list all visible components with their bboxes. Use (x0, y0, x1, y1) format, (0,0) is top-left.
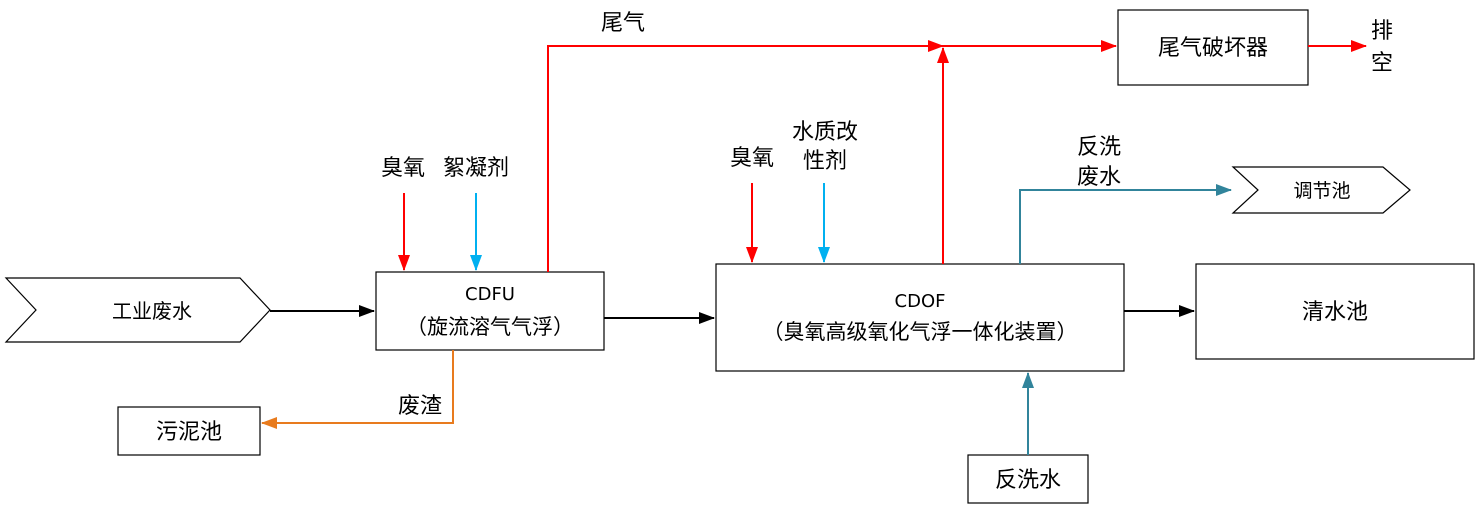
exhaust-label-line1: 排 (1371, 19, 1393, 44)
clear-water-tank-node: 清水池 (1195, 263, 1475, 360)
cdfu-node: CDFU （旋流溶气气浮） (375, 271, 605, 351)
backwash-waste-label-line2: 废水 (1077, 165, 1121, 190)
clear-water-tank-label: 清水池 (1302, 300, 1368, 325)
cdfu-to-sludge-arrow (261, 350, 454, 429)
ozone-label-cdof: 臭氧 (730, 146, 774, 171)
sludge-tank-label: 污泥池 (156, 420, 222, 445)
exhaust-label-line2: 空 (1371, 51, 1393, 76)
cdfu-tail-gas-line (547, 40, 944, 272)
cdof-node: CDOF （臭氧高级氧化气浮一体化装置） (715, 263, 1125, 372)
cdof-title: CDOF (895, 291, 946, 312)
tail-gas-destroyer-label: 尾气破坏器 (1158, 36, 1268, 61)
cdfu-subtitle: （旋流溶气气浮） (406, 315, 574, 339)
modifier-label-line1: 水质改 (792, 120, 858, 145)
tail-gas-destroyer-node: 尾气破坏器 (1117, 9, 1309, 86)
industrial-wastewater-label: 工业废水 (112, 299, 192, 323)
flocculant-label: 絮凝剂 (443, 156, 509, 181)
ozone-label-cdfu: 臭氧 (381, 156, 425, 181)
backwash-waste-label-line1: 反洗 (1077, 135, 1121, 160)
backwash-water-node: 反洗水 (967, 454, 1089, 504)
cdfu-title: CDFU (465, 284, 515, 305)
tail-gas-label: 尾气 (601, 11, 645, 36)
backwash-water-label: 反洗水 (995, 468, 1061, 493)
cdof-subtitle: （臭氧高级氧化气浮一体化装置） (763, 320, 1078, 344)
cdof-to-regulating-tank-arrow (1019, 184, 1232, 264)
regulating-tank-label: 调节池 (1293, 180, 1350, 202)
modifier-label-line2: 性剂 (803, 149, 847, 174)
waste-residue-label: 废渣 (398, 394, 442, 419)
industrial-wastewater-node: 工业废水 (4, 277, 271, 343)
regulating-tank-node: 调节池 (1231, 166, 1411, 214)
sludge-tank-node: 污泥池 (117, 406, 261, 456)
